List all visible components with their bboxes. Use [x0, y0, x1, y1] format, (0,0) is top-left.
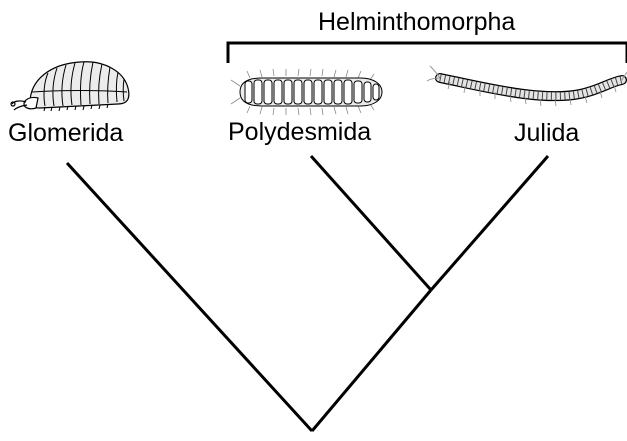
branch-polydesmida	[311, 156, 431, 290]
pill-millipede-icon	[11, 62, 129, 111]
branch-julida	[431, 156, 548, 290]
branch-helminthomorpha	[312, 290, 431, 431]
taxon-label-julida: Julida	[514, 121, 579, 146]
branch-glomerida	[67, 163, 312, 431]
tree-branches	[67, 156, 548, 431]
flat-backed-millipede-icon	[231, 69, 382, 115]
taxon-label-polydesmida: Polydesmida	[228, 120, 371, 145]
taxon-label-glomerida: Glomerida	[8, 121, 123, 146]
clade-label: Helminthomorpha	[318, 10, 515, 35]
clade-bracket	[228, 43, 627, 63]
cylindrical-millipede-icon	[427, 66, 627, 106]
clade-bracket-line	[228, 43, 627, 63]
